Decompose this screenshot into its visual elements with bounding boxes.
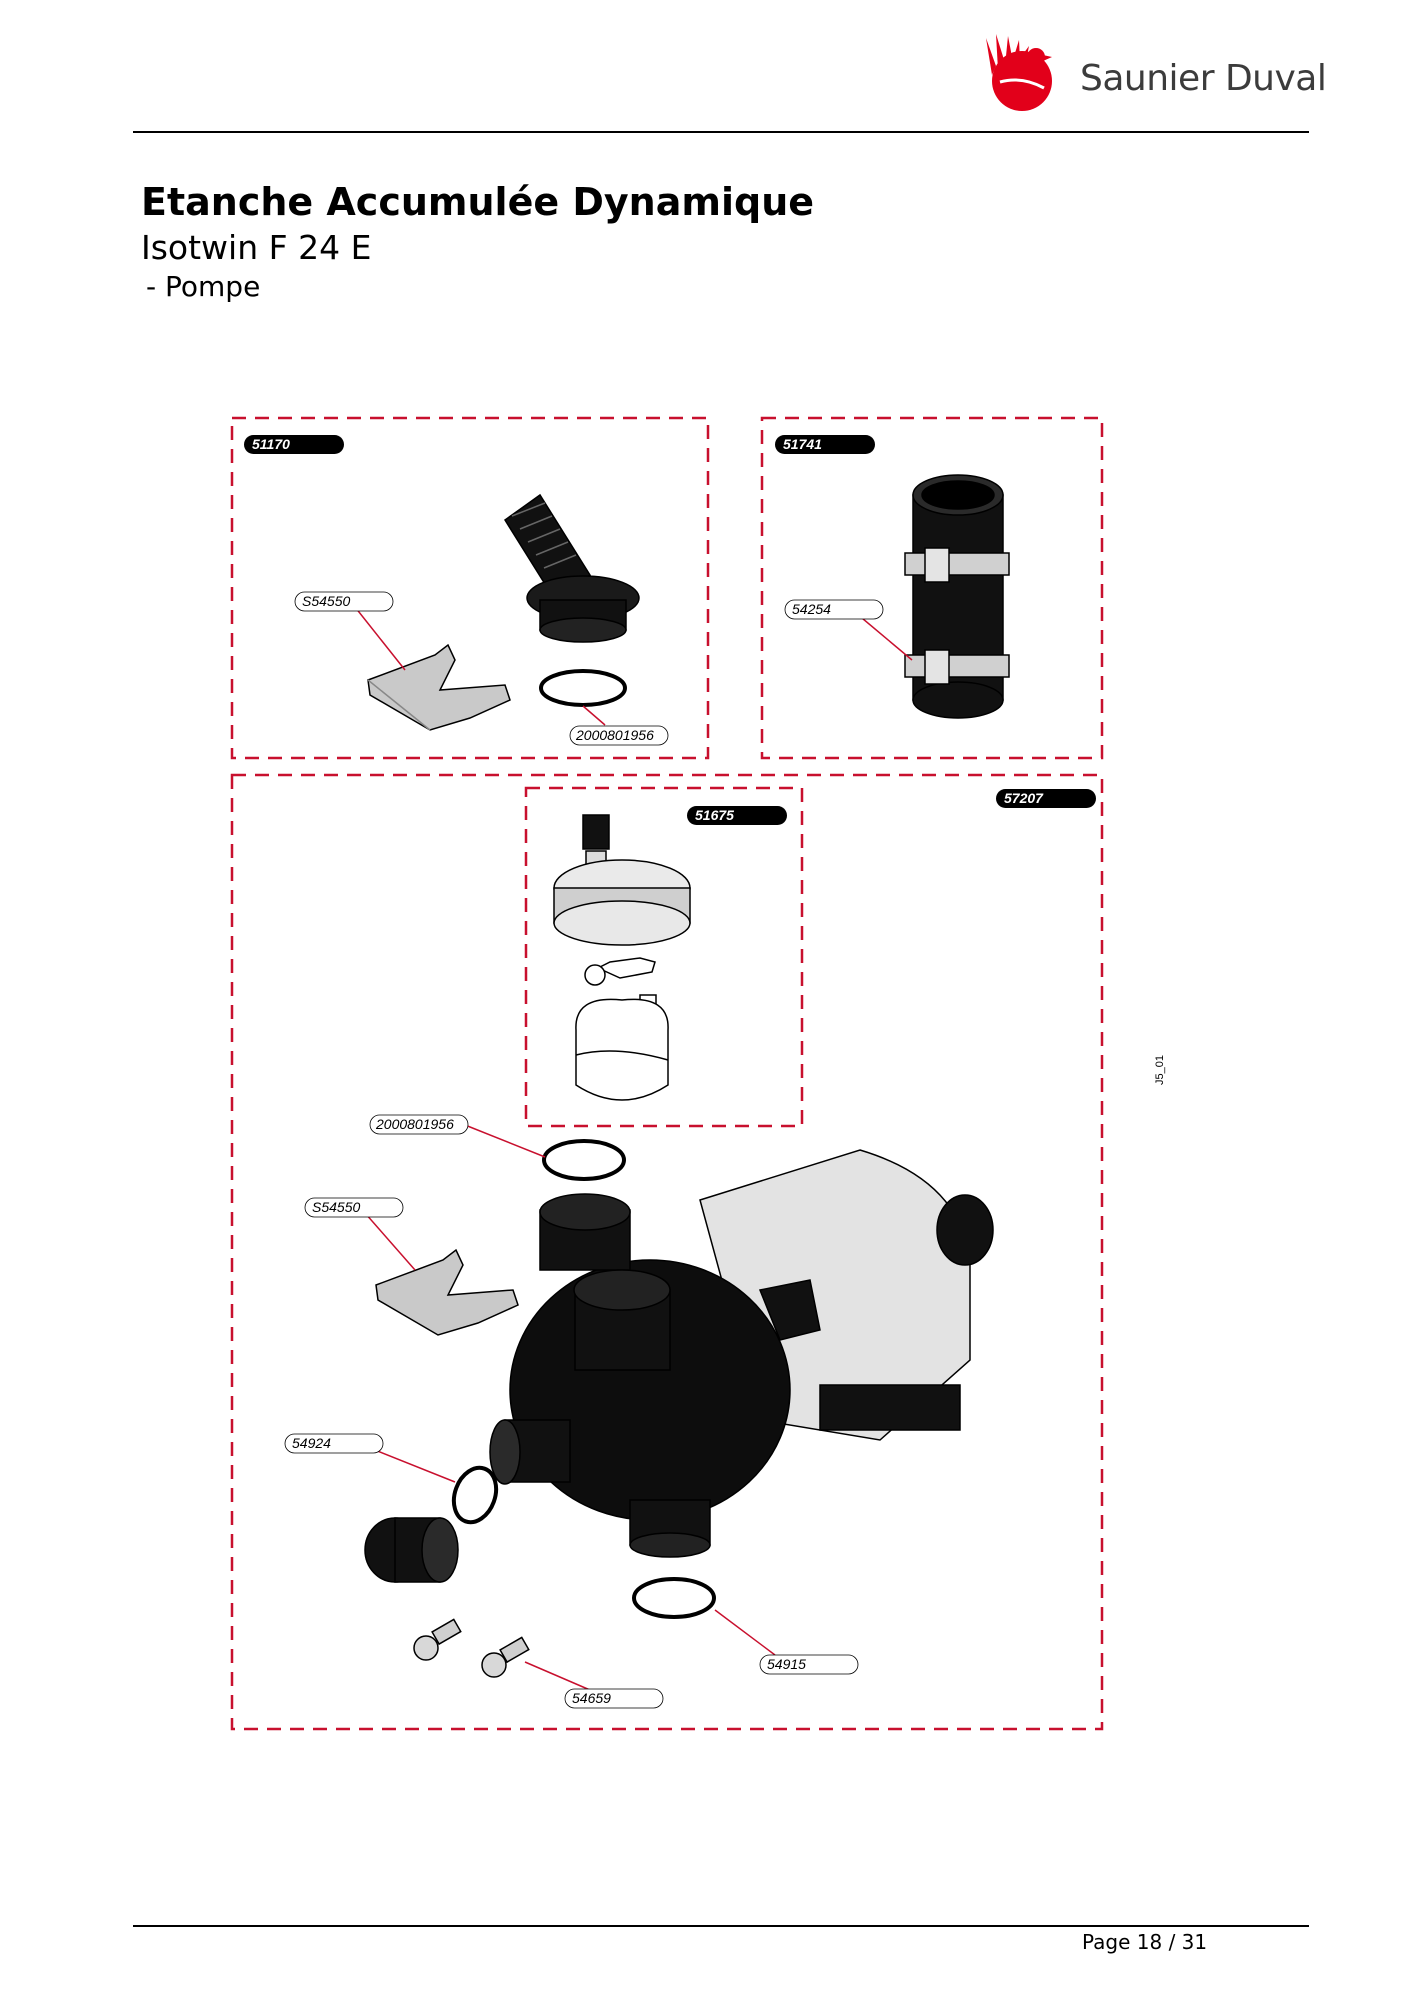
svg-text:54915: 54915 [767, 1656, 806, 1672]
kit-frame-51170 [230, 416, 710, 760]
o-ring-drawing [542, 1139, 626, 1181]
part-ref-label: 2000801956 [369, 1114, 469, 1135]
svg-text:54659: 54659 [572, 1690, 611, 1706]
svg-text:54254: 54254 [792, 601, 831, 617]
brand-logo [986, 34, 1052, 111]
bird-logo-icon [986, 34, 1052, 111]
header-divider [133, 131, 1309, 133]
kit-code: 51675 [695, 807, 734, 823]
svg-text:2000801956: 2000801956 [575, 727, 654, 743]
part-ref-label: S54550 [304, 1197, 404, 1218]
brand-name: Saunier Duval [1080, 58, 1327, 99]
part-ref-label: 54924 [284, 1433, 384, 1454]
pump-body-drawing [489, 1149, 994, 1558]
document-subtitle: Isotwin F 24 E [141, 228, 372, 267]
kit-frame-51741 [760, 416, 1104, 760]
document-title: Etanche Accumulée Dynamique [141, 180, 815, 224]
part-ref-label: S54550 [294, 591, 394, 612]
retaining-clip-drawing [367, 643, 511, 731]
drawing-id: J5_01 [1154, 1055, 1166, 1085]
svg-text:S54550: S54550 [302, 593, 350, 609]
svg-text:54924: 54924 [292, 1435, 331, 1451]
kit-frame-51675 [524, 786, 804, 1128]
o-ring-drawing [632, 1577, 716, 1619]
kit-badge-51741: 51741 [775, 435, 875, 454]
bleed-valve-drawing [553, 814, 691, 1101]
svg-text:S54550: S54550 [312, 1199, 360, 1215]
section-label: - Pompe [146, 270, 261, 303]
part-ref-label: 2000801956 [569, 725, 669, 746]
kit-badge-57207: 57207 [996, 789, 1096, 808]
kit-code: 57207 [1004, 790, 1044, 806]
part-ref-label: 54659 [564, 1688, 664, 1709]
kit-badge-51675: 51675 [687, 806, 787, 825]
kit-badge-51170: 51170 [244, 435, 344, 454]
kit-code: 51170 [252, 436, 290, 452]
seal-ring-drawing [451, 1465, 499, 1525]
screw-drawing [413, 1618, 530, 1678]
footer-divider [133, 1925, 1309, 1927]
part-ref-label: 54915 [759, 1654, 859, 1675]
angled-hose-connector-drawing [503, 493, 640, 707]
page-number: Page 18 / 31 [1082, 1930, 1208, 1954]
insulation-sleeve-drawing [904, 474, 1010, 719]
svg-text:2000801956: 2000801956 [375, 1116, 454, 1132]
kit-code: 51741 [783, 436, 822, 452]
union-nut-drawing [364, 1517, 459, 1583]
retaining-clip-drawing [375, 1248, 519, 1336]
kit-frame-57207 [230, 773, 1104, 1731]
part-ref-label: 54254 [784, 599, 884, 620]
